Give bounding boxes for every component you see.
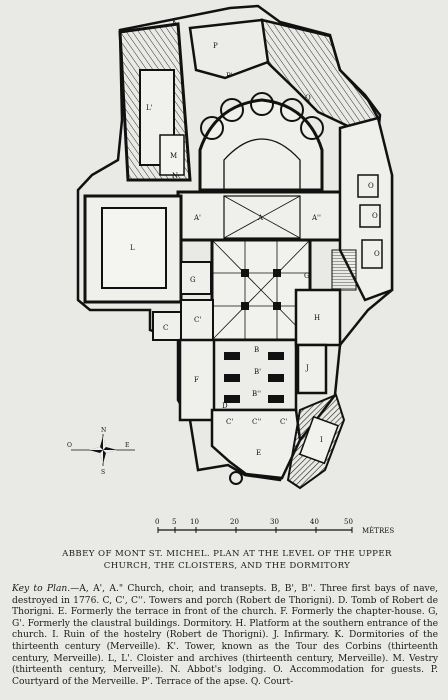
- plan-letter-labels: K P P' Q L' M N O O O A A' A'' L G G' C'…: [130, 18, 380, 457]
- label-a-double: A'': [311, 214, 321, 222]
- label-a: A: [257, 214, 264, 222]
- compass-e: E: [125, 442, 129, 449]
- label-c-double: C'': [252, 418, 261, 426]
- label-e: E: [256, 449, 261, 457]
- room-g: [180, 261, 212, 295]
- plan-key: Key to Plan.—A, A', A." Church, choir, a…: [12, 584, 438, 700]
- label-m: M: [170, 152, 177, 160]
- label-n: N: [172, 172, 178, 180]
- compass-rose: N S E O: [67, 427, 135, 476]
- label-l: L: [130, 244, 135, 252]
- label-f: F: [194, 376, 199, 384]
- label-p: P: [213, 42, 218, 50]
- label-b-double: B'': [252, 390, 261, 398]
- nave-vaults: [211, 239, 311, 341]
- label-g: G: [190, 276, 196, 284]
- room-c: [152, 311, 182, 341]
- nave-piers: [241, 269, 281, 310]
- label-l-prime: L': [146, 104, 153, 112]
- scale-bar: 0 5 10 20 30 40 50 MÈTRES: [155, 518, 394, 535]
- label-h: H: [314, 314, 320, 322]
- scale-tick-20: 20: [230, 518, 239, 526]
- label-c-porch-2: C': [280, 418, 287, 426]
- caption-line-2: CHURCH, THE CLOISTERS, AND THE DORMITORY: [103, 561, 351, 571]
- scale-tick-5: 5: [172, 518, 176, 526]
- label-a-prime: A': [193, 214, 201, 222]
- choir-arc: [223, 138, 301, 190]
- label-c: C: [163, 324, 168, 332]
- scale-tick-40: 40: [310, 518, 319, 526]
- label-b-prime: B': [254, 368, 261, 376]
- infirmary-j: [296, 343, 328, 395]
- scale-tick-0: 0: [155, 518, 159, 526]
- label-q: Q: [305, 94, 311, 102]
- scale-unit: MÈTRES: [362, 526, 394, 535]
- label-g-prime: G': [304, 272, 312, 280]
- compass-n: N: [101, 427, 106, 434]
- scale-tick-50: 50: [344, 518, 353, 526]
- label-i: I: [320, 436, 323, 444]
- scale-tick-30: 30: [270, 518, 279, 526]
- stairs-east: [331, 249, 357, 291]
- label-j: J: [305, 364, 309, 372]
- room-m: [159, 134, 185, 176]
- label-c-prime: C': [194, 316, 201, 324]
- crossing: [223, 195, 301, 239]
- label-o-2: O: [372, 212, 378, 220]
- scale-tick-10: 10: [190, 518, 199, 526]
- label-o-1: O: [368, 182, 374, 190]
- crossing-rib-2: [223, 195, 301, 239]
- bay-grid: [224, 352, 284, 403]
- abbey-floor-plan: K P P' Q L' M N O O O A A' A'' L G G' C'…: [67, 4, 394, 535]
- key-text: —A, A', A." Church, choir, and transepts…: [12, 584, 438, 687]
- label-k: K: [172, 18, 178, 26]
- guest-room-cells: [357, 174, 383, 269]
- label-p-prime: P': [226, 72, 233, 80]
- platform-h: [294, 288, 342, 347]
- apse-chapels: [200, 92, 324, 140]
- cloister-garth: [101, 207, 167, 289]
- compass-s: S: [101, 469, 105, 476]
- porch-tower: [229, 471, 243, 485]
- caption-line-1: ABBEY OF MONT ST. MICHEL. PLAN AT THE LE…: [62, 549, 392, 559]
- label-c-porch-1: C': [226, 418, 233, 426]
- room-f: [178, 338, 216, 422]
- hostelry-room: [298, 415, 340, 465]
- courtyard-p-block: [188, 18, 270, 80]
- apse: [198, 98, 324, 192]
- compass-w: O: [67, 442, 72, 449]
- figure-caption: ABBEY OF MONT ST. MICHEL. PLAN AT THE LE…: [22, 548, 432, 572]
- terrace-e: [210, 408, 302, 480]
- label-b: B: [254, 346, 259, 354]
- label-o-3: O: [374, 250, 380, 258]
- label-d: D: [222, 402, 228, 410]
- key-heading: Key to Plan.: [12, 584, 71, 594]
